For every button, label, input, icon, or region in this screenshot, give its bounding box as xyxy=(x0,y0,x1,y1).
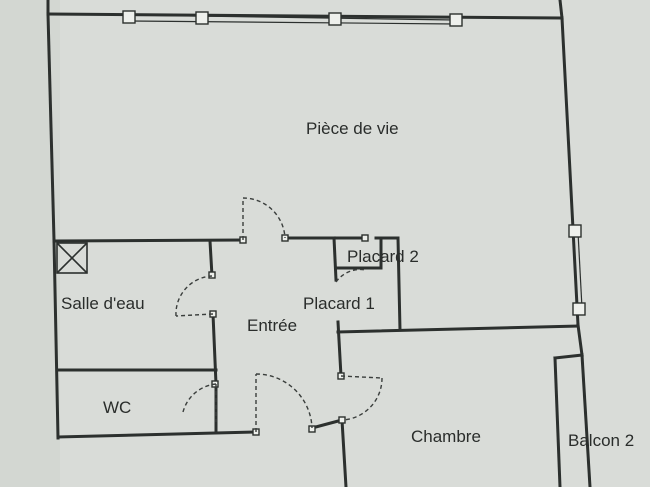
room-label-piece-de-vie: Pièce de vie xyxy=(306,119,399,138)
door-swings xyxy=(175,197,383,432)
room-label-wc: WC xyxy=(103,398,131,417)
room-label-placard-1: Placard 1 xyxy=(303,294,375,313)
room-label-balcon-2: Balcon 2 xyxy=(568,431,634,450)
room-label-salle-deau: Salle d'eau xyxy=(61,294,145,313)
room-label-placard-2: Placard 2 xyxy=(347,247,419,266)
room-label-entree: Entrée xyxy=(247,316,297,335)
top-window xyxy=(122,10,463,27)
shower-icon xyxy=(56,242,88,274)
interior-walls xyxy=(52,236,584,487)
right-window xyxy=(568,224,586,316)
room-label-chambre: Chambre xyxy=(411,427,481,446)
